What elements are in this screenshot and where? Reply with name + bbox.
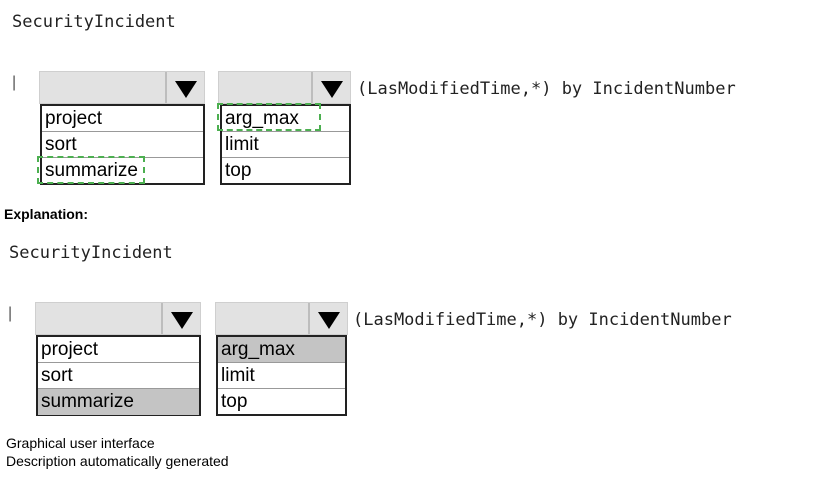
chevron-down-icon: [161, 303, 200, 334]
query-title: SecurityIncident: [12, 12, 176, 32]
option-summarize[interactable]: summarize: [45, 160, 138, 181]
answer-operator-dropdown[interactable]: [35, 302, 201, 335]
option-top[interactable]: top: [221, 391, 248, 412]
option-sort[interactable]: sort: [42, 132, 203, 158]
answer-function-options: arg_max limit top: [216, 335, 347, 416]
answer-query-title: SecurityIncident: [9, 243, 173, 263]
answer-query-suffix: (LasModifiedTime,*) by IncidentNumber: [353, 310, 732, 330]
operator-dropdown[interactable]: [39, 71, 205, 104]
answer-function-dropdown[interactable]: [215, 302, 348, 335]
caption-line: Description automatically generated: [6, 453, 229, 469]
option-project[interactable]: project: [42, 106, 203, 132]
option-arg-max-selected[interactable]: arg_max: [218, 337, 345, 363]
option-top[interactable]: top: [225, 160, 252, 181]
operator-options: project sort summarize: [40, 104, 205, 185]
function-dropdown[interactable]: [218, 71, 351, 104]
function-options: arg_max limit top: [220, 104, 351, 185]
pipe-symbol: |: [8, 305, 13, 322]
option-limit[interactable]: limit: [218, 363, 345, 389]
option-project[interactable]: project: [38, 337, 199, 363]
option-limit[interactable]: limit: [222, 132, 349, 158]
explanation-label: Explanation:: [4, 206, 89, 222]
option-summarize-selected[interactable]: summarize: [38, 389, 199, 415]
chevron-down-icon: [311, 72, 350, 103]
option-sort[interactable]: sort: [38, 363, 199, 389]
option-arg-max[interactable]: arg_max: [222, 106, 349, 132]
caption-line: Graphical user interface: [6, 435, 155, 451]
chevron-down-icon: [165, 72, 204, 103]
query-suffix: (LasModifiedTime,*) by IncidentNumber: [357, 79, 736, 99]
chevron-down-icon: [308, 303, 347, 334]
answer-operator-options: project sort summarize: [36, 335, 201, 416]
answer-marker: [217, 103, 321, 131]
pipe-symbol: |: [12, 74, 17, 91]
answer-marker: [37, 156, 145, 184]
